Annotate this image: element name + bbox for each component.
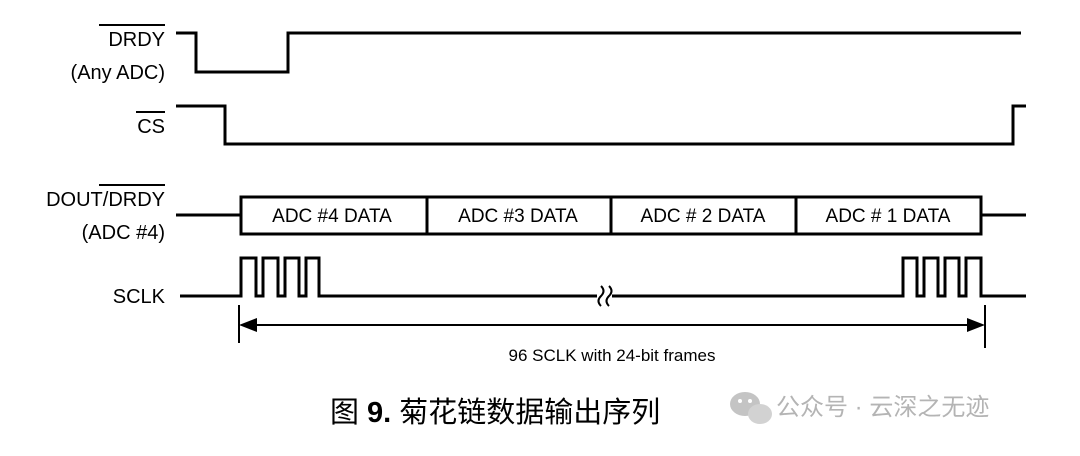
span-dimension: 96 SCLK with 24-bit frames [238, 305, 986, 365]
sclk-label: SCLK [113, 286, 166, 308]
dout-bus: ADC #4 DATA ADC #3 DATA ADC # 2 DATA ADC… [176, 195, 1026, 236]
dout-drdy-label: DRDY [108, 189, 165, 211]
svg-text:DOUT/DRDY: DOUT/DRDY [46, 189, 165, 211]
sclk-waveform [180, 256, 597, 298]
caption-text: 菊花链数据输出序列 [399, 396, 660, 429]
frame-label-adc1: ADC # 1 DATA [826, 206, 951, 227]
caption-number: 9. [367, 397, 391, 429]
time-break-icon [597, 285, 613, 307]
watermark: 公众号 · 云深之无迹 [730, 392, 989, 424]
drdy-sublabel: (Any ADC) [71, 62, 165, 84]
drdy-waveform [176, 31, 1021, 74]
arrow-right-icon [967, 318, 985, 332]
cs-waveform [176, 104, 1026, 146]
wechat-icon [730, 392, 772, 424]
frame-label-adc2: ADC # 2 DATA [641, 206, 766, 227]
watermark-text: 公众号 · 云深之无迹 [776, 394, 989, 421]
sclk-waveform-end [612, 256, 1026, 298]
frame-label-adc4: ADC #4 DATA [272, 206, 392, 227]
dout-label: DOUT/ [46, 189, 109, 211]
drdy-label: DRDY [108, 29, 165, 51]
frame-label-adc3: ADC #3 DATA [458, 206, 578, 227]
cs-label: CS [137, 116, 165, 138]
caption-prefix: 图 [330, 397, 359, 429]
dout-sublabel: (ADC #4) [82, 222, 165, 244]
span-note: 96 SCLK with 24-bit frames [509, 346, 716, 365]
arrow-left-icon [239, 318, 257, 332]
